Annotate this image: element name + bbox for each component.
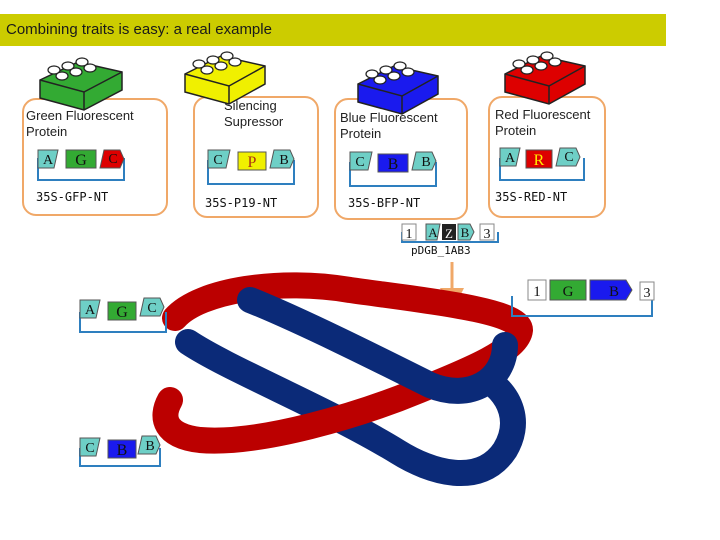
part-label: C xyxy=(147,301,156,316)
part-label: 1 xyxy=(533,284,541,300)
page-title: Combining traits is easy: a real example xyxy=(6,21,272,38)
part-label: G xyxy=(563,284,574,300)
part-label: C xyxy=(108,152,117,167)
brick-green-icon xyxy=(39,57,123,111)
part-label: 3 xyxy=(644,286,651,301)
part-label: A xyxy=(85,303,96,318)
vector-name: pDGB_1AB3 xyxy=(411,244,471,257)
part-label: B xyxy=(461,225,470,240)
construct-name-red: 35S-RED-NT xyxy=(495,190,568,204)
part-label: A xyxy=(428,225,438,240)
part-label: B xyxy=(609,284,619,300)
part-label: B xyxy=(421,155,430,170)
construct-name-bfp: 35S-BFP-NT xyxy=(348,196,421,210)
part-label: C xyxy=(564,150,573,165)
part-label: G xyxy=(116,304,128,321)
intermediate-agc: A G C xyxy=(79,297,167,333)
construct-bfp: C B B xyxy=(349,151,437,187)
final-construct: 1 G B 3 xyxy=(511,279,655,317)
construct-name-gfp: 35S-GFP-NT xyxy=(36,190,109,204)
construct-p19: C P B xyxy=(207,149,295,185)
vector-construct: 1 A Z B 3 xyxy=(401,223,499,243)
part-label: C xyxy=(355,155,364,170)
part-label: 1 xyxy=(406,227,413,242)
part-label: G xyxy=(75,152,87,169)
intermediate-cbb: C B B xyxy=(79,435,161,467)
assembly-loops xyxy=(152,272,534,486)
construct-red: A R C xyxy=(499,147,585,181)
part-label: P xyxy=(248,154,257,171)
part-label: C xyxy=(85,441,94,456)
part-label: A xyxy=(505,151,516,166)
construct-name-p19: 35S-P19-NT xyxy=(205,196,278,210)
part-label: Z xyxy=(445,226,453,241)
brick-red-icon xyxy=(504,51,586,105)
brick-yellow-icon xyxy=(184,51,266,105)
part-label: B xyxy=(279,153,288,168)
brick-blue-icon xyxy=(357,61,439,115)
part-label: B xyxy=(388,156,399,173)
part-label: B xyxy=(117,442,128,459)
part-label: R xyxy=(534,152,545,169)
part-label: 3 xyxy=(484,227,491,242)
part-label: C xyxy=(213,153,222,168)
part-label: B xyxy=(145,439,154,454)
construct-gfp: A G C xyxy=(37,149,125,181)
part-label: A xyxy=(43,153,54,168)
card-p19 xyxy=(193,96,319,218)
title-bar: Combining traits is easy: a real example xyxy=(0,14,666,46)
